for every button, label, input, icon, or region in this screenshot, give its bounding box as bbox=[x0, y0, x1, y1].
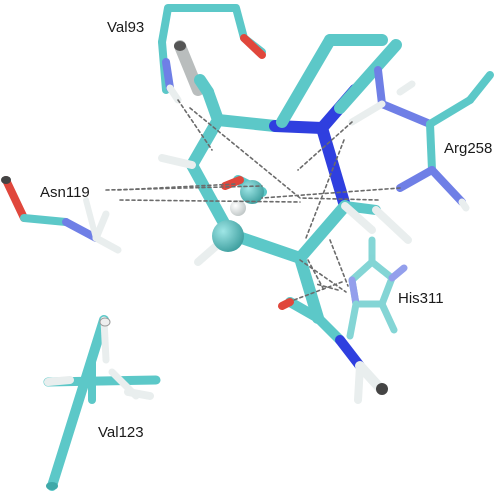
hydrogen-bonds bbox=[105, 99, 401, 301]
residue-arg258 bbox=[348, 66, 494, 212]
label-arg258: Arg258 bbox=[444, 140, 492, 157]
ligand-core bbox=[158, 34, 412, 404]
residue-his311 bbox=[346, 236, 408, 340]
label-val123: Val123 bbox=[98, 424, 144, 441]
label-asn119: Asn119 bbox=[40, 184, 90, 201]
residue-val93 bbox=[158, 4, 266, 104]
label-val93: Val93 bbox=[107, 19, 144, 36]
residue-asn119 bbox=[1, 176, 122, 254]
residue-val123 bbox=[43, 315, 161, 491]
label-his311: His311 bbox=[398, 290, 444, 307]
